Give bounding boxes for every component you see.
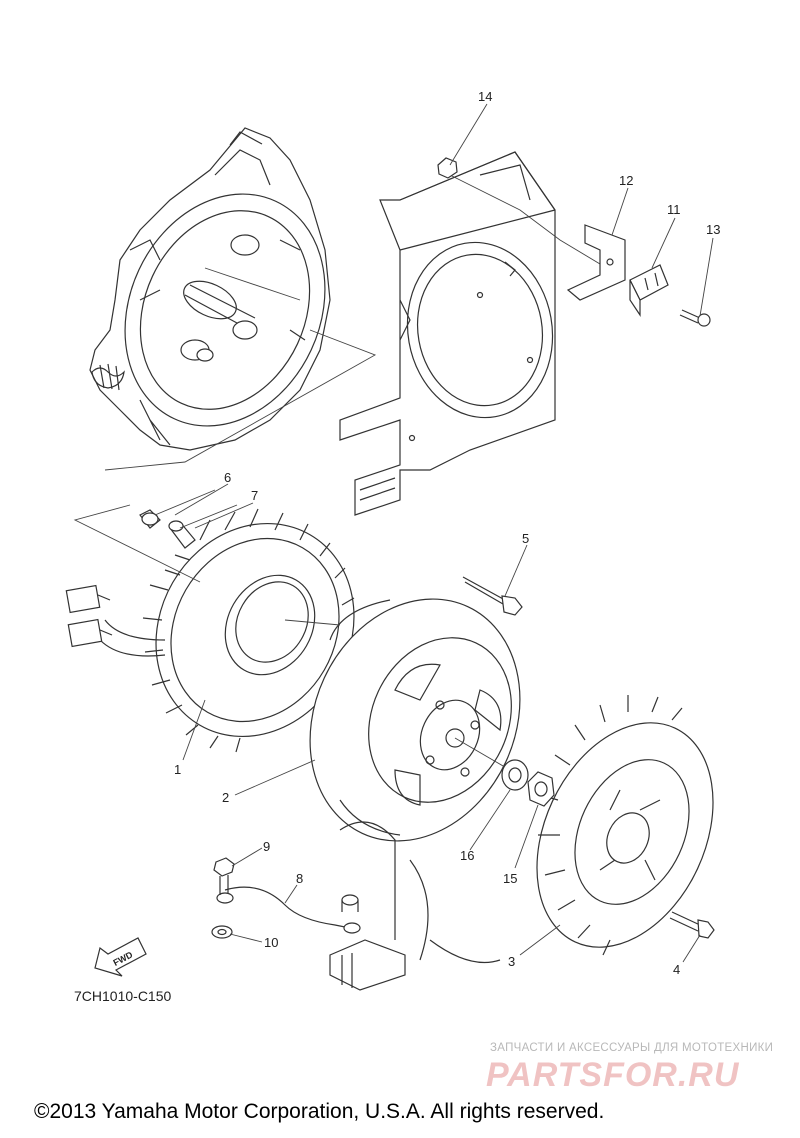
cooling-fan-illustration (536, 695, 714, 956)
callout-15: 15 (503, 871, 517, 886)
stator-illustration (65, 508, 355, 753)
callout-6: 6 (224, 470, 231, 485)
washer-10-illustration (211, 925, 233, 939)
callout-labels: 1 2 3 4 5 6 7 8 9 10 11 12 13 14 15 16 (174, 89, 720, 977)
diagram-code: 7CH1010-C150 (74, 988, 172, 1004)
nut-14-illustration (437, 157, 458, 179)
callout-12: 12 (619, 173, 633, 188)
ground-lead-illustration (216, 886, 361, 934)
callout-9: 9 (263, 839, 270, 854)
callout-14: 14 (478, 89, 492, 104)
bracket-12-illustration (566, 224, 626, 301)
fwd-arrow-icon: FWD (94, 937, 147, 977)
copyright-notice: ©2013 Yamaha Motor Corporation, U.S.A. A… (34, 1100, 605, 1123)
watermark-tagline: ЗАПЧАСТИ И АКСЕССУАРЫ ДЛЯ МОТОТЕХНИКИ (490, 1042, 774, 1054)
flywheel-illustration (284, 598, 521, 842)
callout-4: 4 (673, 962, 680, 977)
bolt-4-illustration (669, 911, 715, 939)
bolt-9-illustration (213, 857, 235, 895)
crankcase-illustration (89, 127, 377, 471)
callout-7: 7 (251, 488, 258, 503)
callout-3: 3 (508, 954, 515, 969)
dowel-pins-illustration (73, 489, 238, 583)
callout-2: 2 (222, 790, 229, 805)
leader-lines (174, 103, 714, 963)
ground-mount-illustration (329, 821, 501, 991)
callout-16: 16 (460, 848, 474, 863)
callout-1: 1 (174, 762, 181, 777)
connector-11-illustration (629, 264, 669, 317)
callout-5: 5 (522, 531, 529, 546)
callout-13: 13 (706, 222, 720, 237)
washer-and-nut-illustration (501, 759, 555, 807)
callout-10: 10 (264, 935, 278, 950)
screw-13-illustration (679, 309, 711, 327)
watermark-brand: PARTSFOR.RU (486, 1056, 740, 1094)
callout-11: 11 (667, 202, 681, 217)
bolt-5-illustration (462, 576, 523, 616)
fan-shroud-illustration (339, 151, 611, 516)
callout-8: 8 (296, 871, 303, 886)
